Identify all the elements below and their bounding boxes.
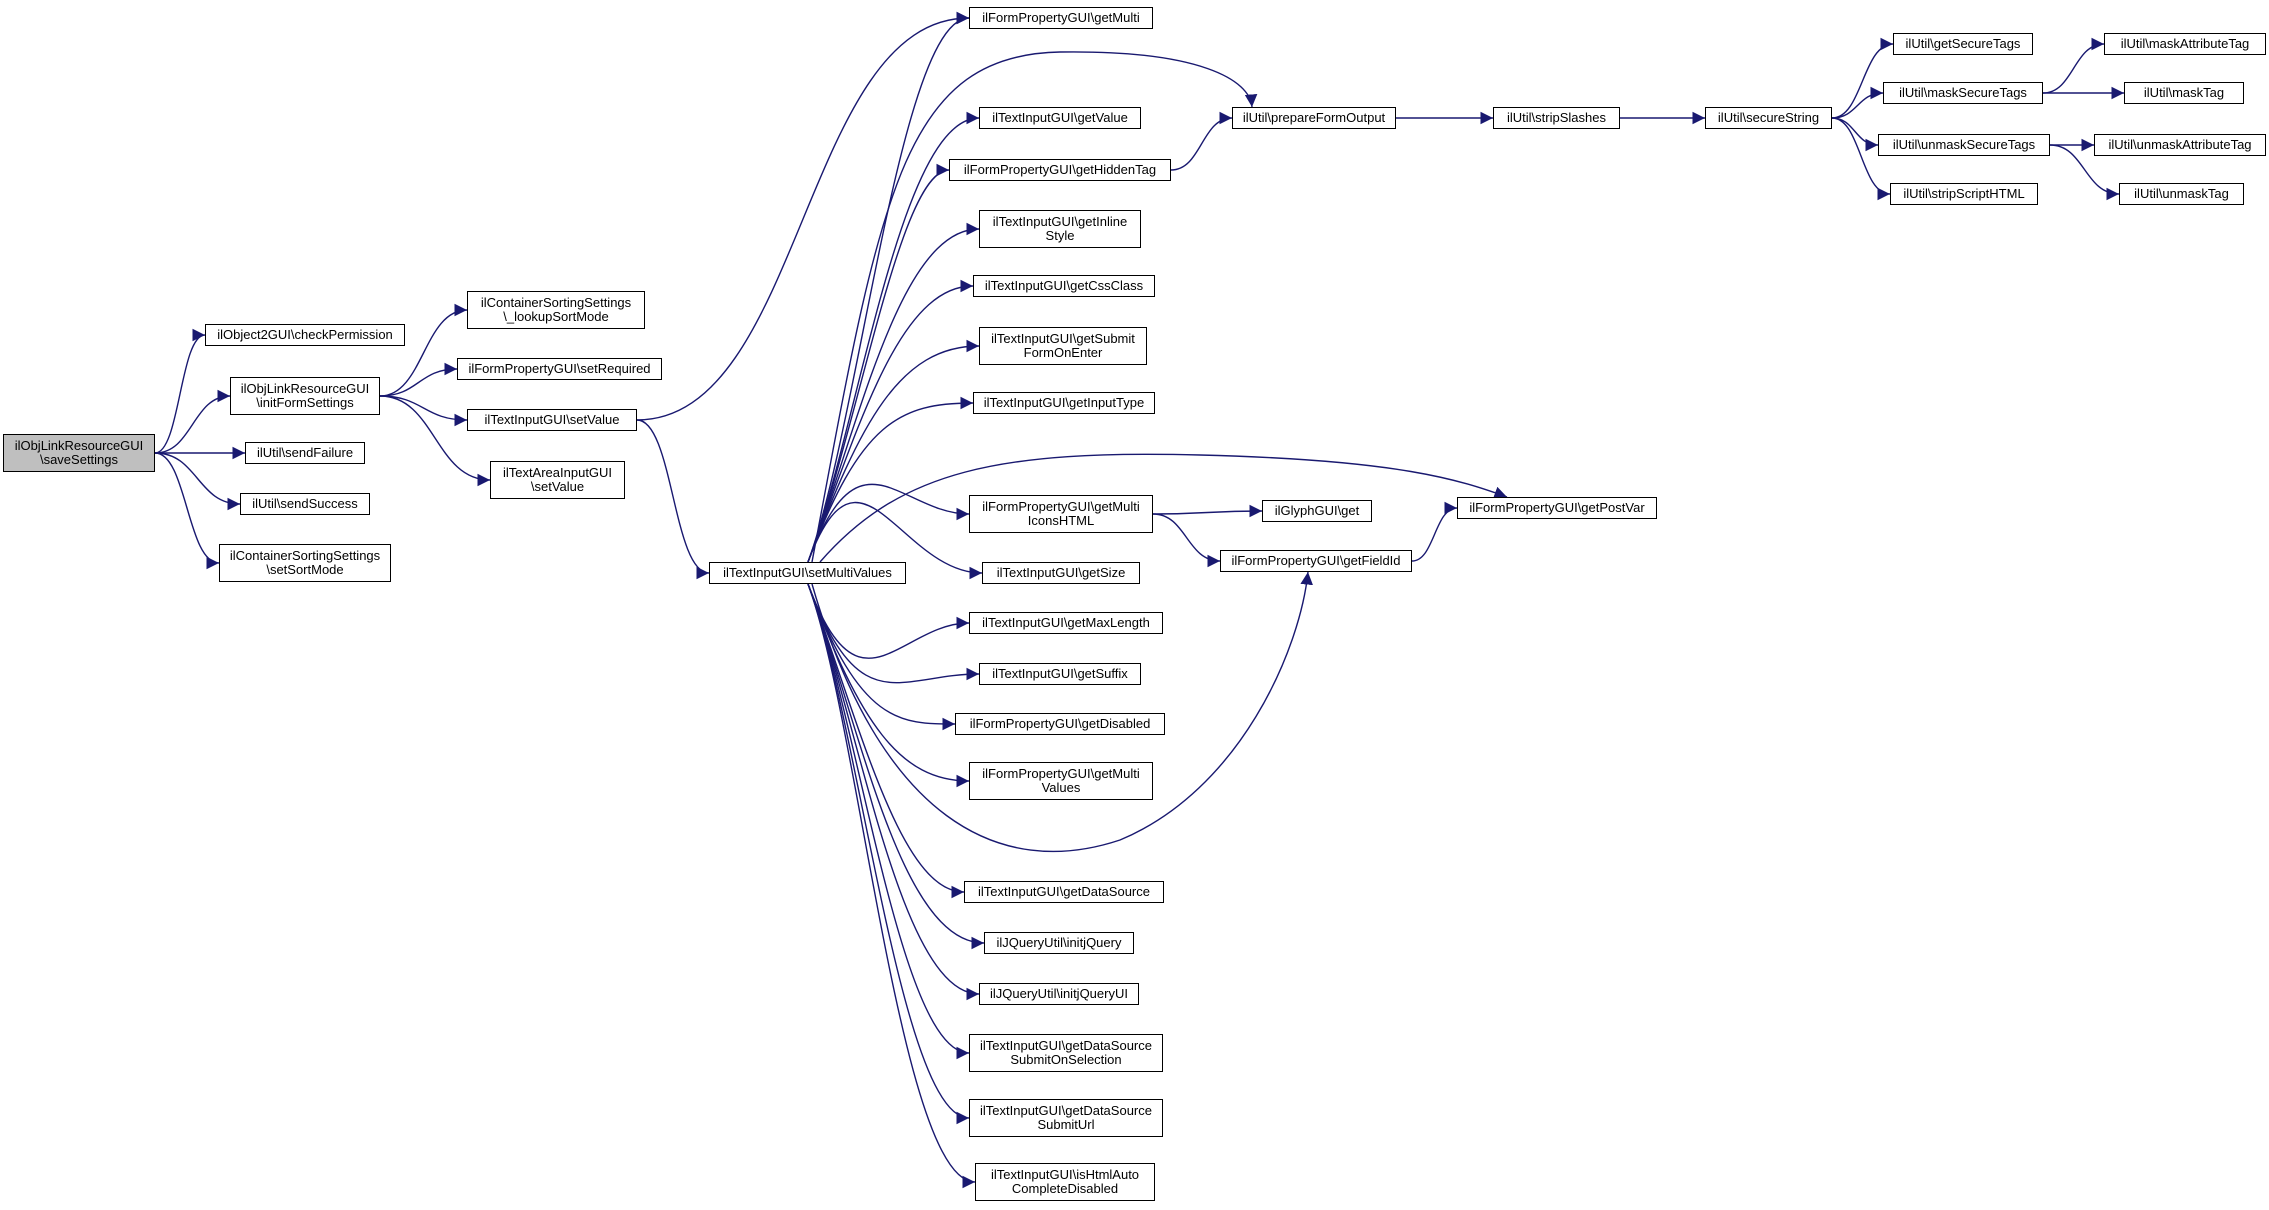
node-prepare-form-output[interactable]: ilUtil\prepareFormOutput [1232, 107, 1396, 129]
node-unmask-attribute-tag[interactable]: ilUtil\unmaskAttributeTag [2094, 134, 2266, 156]
node-set-sort-mode[interactable]: ilContainerSortingSettings\setSortMode [219, 544, 391, 582]
node-init-jquery[interactable]: ilJQueryUtil\initjQuery [984, 932, 1134, 954]
edge-text-set-value-to-set-multi-values [636, 419, 710, 580]
node-get-post-var[interactable]: ilFormPropertyGUI\getPostVar [1457, 497, 1657, 519]
edge-set-multi-values-to-get-data-source [807, 583, 965, 899]
node-strip-slashes[interactable]: ilUtil\stripSlashes [1493, 107, 1620, 129]
node-get-data-source[interactable]: ilTextInputGUI\getDataSource [964, 881, 1164, 903]
edge-init-form-settings-to-textarea-set-value [379, 395, 491, 487]
edge-set-multi-values-to-init-jquery [807, 583, 985, 950]
node-get-multi[interactable]: ilFormPropertyGUI\getMulti [969, 7, 1153, 29]
edge-set-multi-values-to-get-post-var [819, 453, 1508, 563]
node-text-set-value[interactable]: ilTextInputGUI\setValue [467, 409, 637, 431]
node-lookup-sort-mode[interactable]: ilContainerSortingSettings\_lookupSortMo… [467, 291, 645, 329]
node-send-failure[interactable]: ilUtil\sendFailure [245, 442, 365, 464]
node-get-disabled[interactable]: ilFormPropertyGUI\getDisabled [955, 713, 1165, 735]
edge-set-multi-values-to-get-multi [807, 11, 970, 563]
node-get-input-type[interactable]: ilTextInputGUI\getInputType [973, 392, 1155, 414]
edge-init-form-settings-to-set-required [379, 362, 458, 397]
edge-save-settings-to-check-permission [154, 328, 206, 454]
edge-init-form-settings-to-text-set-value [379, 395, 468, 427]
node-get-field-id[interactable]: ilFormPropertyGUI\getFieldId [1220, 550, 1412, 572]
edge-secure-string-to-get-secure-tags [1831, 37, 1894, 119]
node-mask-tag[interactable]: ilUtil\maskTag [2124, 82, 2244, 104]
node-glyph-get[interactable]: ilGlyphGUI\get [1262, 500, 1372, 522]
node-get-max-length[interactable]: ilTextInputGUI\getMaxLength [969, 612, 1163, 634]
node-get-size[interactable]: ilTextInputGUI\getSize [982, 562, 1140, 584]
node-get-value[interactable]: ilTextInputGUI\getValue [979, 107, 1141, 129]
node-init-form-settings[interactable]: ilObjLinkResourceGUI\initFormSettings [230, 377, 380, 415]
edge-secure-string-to-mask-secure-tags [1831, 86, 1884, 119]
edge-set-multi-values-to-get-inline-style [807, 222, 980, 563]
edge-set-multi-values-to-get-multi-icons-html [807, 483, 970, 563]
node-get-secure-tags[interactable]: ilUtil\getSecureTags [1893, 33, 2033, 55]
edge-init-form-settings-to-lookup-sort-mode [379, 303, 468, 397]
edge-set-multi-values-to-get-css-class [807, 279, 974, 563]
node-init-jquery-ui[interactable]: ilJQueryUtil\initjQueryUI [979, 983, 1139, 1005]
node-strip-script-html[interactable]: ilUtil\stripScriptHTML [1890, 183, 2038, 205]
node-mask-secure-tags[interactable]: ilUtil\maskSecureTags [1883, 82, 2043, 104]
edge-set-multi-values-to-init-jquery-ui [807, 583, 980, 1001]
node-check-permission[interactable]: ilObject2GUI\checkPermission [205, 324, 405, 346]
edge-set-multi-values-to-is-html-auto-complete-disabled [807, 583, 976, 1189]
edge-set-multi-values-to-prepare-form-output [811, 51, 1258, 563]
node-set-multi-values[interactable]: ilTextInputGUI\setMultiValues [709, 562, 906, 584]
edge-set-multi-values-to-get-suffix [807, 583, 980, 684]
node-textarea-set-value[interactable]: ilTextAreaInputGUI\setValue [490, 461, 625, 499]
node-unmask-tag[interactable]: ilUtil\unmaskTag [2119, 183, 2244, 205]
edge-get-multi-icons-html-to-get-field-id [1152, 513, 1221, 568]
edge-set-multi-values-to-get-data-source-submit-on-selection [807, 583, 970, 1060]
edge-set-multi-values-to-get-data-source-submit-url [807, 583, 970, 1125]
edge-set-multi-values-to-get-max-length [807, 583, 970, 659]
edge-set-multi-values-to-get-submit-form-on-enter [807, 339, 980, 563]
edge-get-field-id-to-get-post-var [1411, 501, 1458, 562]
node-set-required[interactable]: ilFormPropertyGUI\setRequired [457, 358, 662, 380]
edge-set-multi-values-to-get-value [807, 111, 980, 563]
edge-save-settings-to-send-success [154, 452, 241, 511]
edge-get-hidden-tag-to-prepare-form-output [1170, 111, 1233, 171]
edge-set-multi-values-to-get-hidden-tag [807, 163, 950, 563]
node-get-css-class[interactable]: ilTextInputGUI\getCssClass [973, 275, 1155, 297]
node-mask-attribute-tag[interactable]: ilUtil\maskAttributeTag [2104, 33, 2266, 55]
edge-set-multi-values-to-get-input-type [807, 396, 974, 563]
node-get-hidden-tag[interactable]: ilFormPropertyGUI\getHiddenTag [949, 159, 1171, 181]
edge-mask-secure-tags-to-mask-attribute-tag [2042, 37, 2105, 94]
edge-save-settings-to-set-sort-mode [154, 452, 220, 570]
edge-get-multi-icons-html-to-glyph-get [1152, 504, 1263, 518]
edge-set-multi-values-to-get-size [807, 501, 983, 580]
edge-set-multi-values-to-get-field-id [811, 571, 1313, 853]
node-unmask-secure-tags[interactable]: ilUtil\unmaskSecureTags [1878, 134, 2050, 156]
edge-text-set-value-to-get-multi [636, 11, 970, 421]
edge-unmask-secure-tags-to-unmask-tag [2049, 144, 2120, 201]
node-secure-string[interactable]: ilUtil\secureString [1705, 107, 1832, 129]
node-get-suffix[interactable]: ilTextInputGUI\getSuffix [979, 663, 1141, 685]
node-save-settings: ilObjLinkResourceGUI\saveSettings [3, 434, 155, 472]
edge-save-settings-to-init-form-settings [154, 389, 231, 454]
node-send-success[interactable]: ilUtil\sendSuccess [240, 493, 370, 515]
edge-secure-string-to-strip-script-html [1831, 117, 1891, 201]
